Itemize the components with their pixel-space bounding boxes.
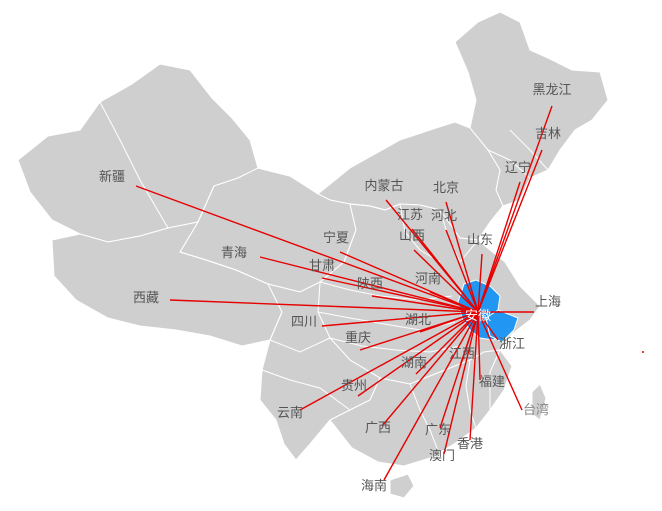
province-label-taiwan[interactable]: 台湾 [523, 402, 549, 418]
flow-line-sichuan [321, 311, 479, 327]
province-label-hunan[interactable]: 湖南 [401, 355, 427, 371]
flow-line-hainan [383, 311, 479, 481]
province-label-jilin[interactable]: 吉林 [535, 127, 561, 142]
province-shape[interactable] [389, 473, 415, 499]
flow-line-xianggang [469, 311, 479, 441]
land-layer [17, 11, 609, 499]
flow-line-shandong [477, 253, 483, 313]
province-label-neimenggu[interactable]: 内蒙古 [364, 178, 403, 194]
flow-line-jiangsu [411, 228, 479, 313]
province-label-guizhou[interactable]: 贵州 [341, 379, 367, 394]
province-label-yunnan[interactable]: 云南 [277, 405, 303, 421]
flow-line-guangxi [381, 311, 479, 427]
province-label-jiangxi[interactable]: 江西 [449, 347, 475, 362]
flow-line-gansu [321, 277, 479, 313]
province-label-jiangsu[interactable]: 江苏 [397, 207, 423, 223]
flow-line-guangdong [439, 311, 479, 429]
flow-line-taiwan [477, 311, 523, 411]
province-label-hubei[interactable]: 湖北 [405, 313, 431, 328]
flow-line-guizhou [357, 311, 479, 397]
flow-line-yunnan [299, 311, 479, 411]
flow-line-fujian [477, 311, 481, 381]
province-label-chongqing[interactable]: 重庆 [345, 330, 371, 346]
province-label-zhejiang[interactable]: 浙江 [499, 337, 525, 352]
flow-line-xizang [169, 299, 479, 313]
province-label-hebei[interactable]: 河北 [431, 209, 457, 224]
province-label-guangdong[interactable]: 广东 [425, 423, 451, 438]
flow-line-zhejiang [477, 311, 499, 341]
province-label-xizang[interactable]: 西藏 [133, 291, 159, 306]
province-label-qinghai[interactable]: 青海 [221, 246, 247, 261]
flow-line-hunan [415, 311, 479, 375]
province-label-guangxi[interactable]: 广西 [365, 421, 391, 436]
province-label-shanghai[interactable]: 上海 [535, 295, 561, 310]
flow-line-xinjiang [135, 185, 479, 313]
flow-line-shanxi [413, 249, 479, 313]
province-label-shaanxi[interactable]: 陕西 [357, 277, 383, 292]
province-label-hainan[interactable]: 海南 [361, 478, 387, 494]
flow-line-aomen [443, 311, 479, 455]
province-label-anhui[interactable]: 安徽 [465, 309, 491, 324]
flow-line-hebei [445, 229, 479, 313]
flow-line-qinghai [259, 256, 479, 313]
province-label-xianggang[interactable]: 香港 [457, 437, 483, 452]
province-label-sichuan[interactable]: 四川 [291, 315, 317, 330]
province-label-xinjiang[interactable]: 新疆 [99, 169, 125, 185]
province-label-gansu[interactable]: 甘肃 [309, 259, 335, 274]
flow-line-henan [429, 291, 479, 313]
flow-line-chongqing [359, 311, 479, 351]
province-label-beijing[interactable]: 北京 [433, 181, 459, 196]
flow-line-shaanxi [371, 295, 479, 313]
province-label-heilongjiang[interactable]: 黑龙江 [532, 83, 571, 98]
flow-line-beijing [445, 201, 479, 313]
province-label-ningxia[interactable]: 宁夏 [323, 230, 349, 246]
province-label-fujian[interactable]: 福建 [479, 375, 505, 390]
marker-dot [642, 351, 644, 353]
flow-line-jilin [477, 149, 543, 313]
routes-layer [135, 105, 553, 481]
province-label-shanxi[interactable]: 山西 [399, 229, 425, 244]
province-label-henan[interactable]: 河南 [415, 271, 441, 287]
province-label-liaoning[interactable]: 辽宁 [505, 160, 531, 176]
province-label-shandong[interactable]: 山东 [467, 233, 493, 248]
flow-line-heilongjiang [477, 105, 553, 313]
province-label-aomen[interactable]: 澳门 [429, 448, 455, 464]
province-shape[interactable] [531, 383, 547, 421]
flow-line-liaoning [477, 181, 521, 313]
